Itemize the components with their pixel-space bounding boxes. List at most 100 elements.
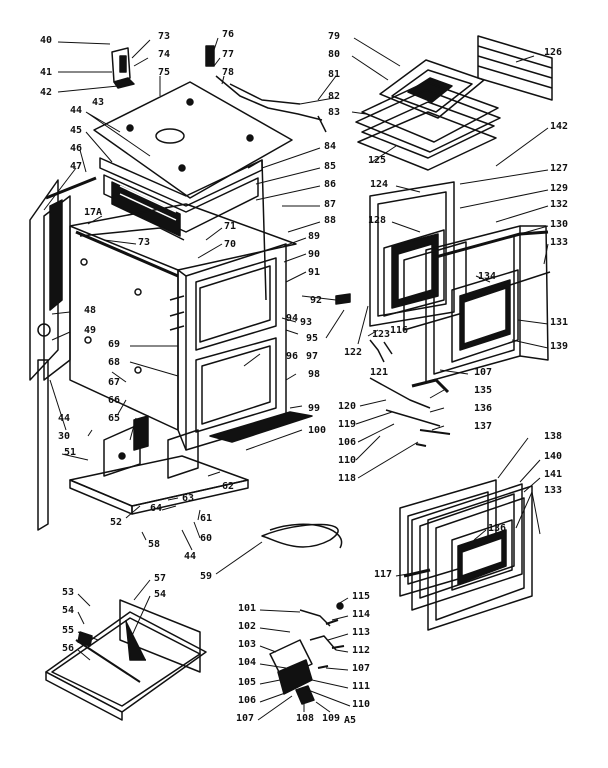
left-side-panels	[29, 176, 97, 531]
callout-label: 51	[64, 447, 77, 458]
wiring-top	[205, 45, 327, 133]
callout-label: 66	[108, 395, 121, 406]
bottom-tray	[69, 415, 249, 515]
callout-label: 131	[550, 317, 569, 328]
callout-label: 78	[222, 67, 235, 78]
callout-label: 124	[370, 179, 389, 190]
callout-label: 84	[324, 141, 337, 152]
control-parts	[269, 602, 345, 705]
callout-label: 91	[308, 267, 321, 278]
callout-label: 89	[308, 231, 321, 242]
power-cord	[261, 523, 343, 549]
callout-label: 58	[148, 539, 161, 550]
callout-label: 40	[40, 35, 53, 46]
diagram-code-label: A5	[344, 715, 357, 726]
callout-label: 81	[328, 69, 341, 80]
callout-label: 67	[108, 377, 121, 388]
callout-label: 136	[474, 403, 493, 414]
callout-label: 137	[474, 421, 493, 432]
callout-label: 127	[550, 163, 569, 174]
oven-body	[69, 203, 297, 431]
hinge-parts	[335, 293, 451, 447]
callout-label: 77	[222, 49, 235, 60]
callout-label: 107	[352, 663, 371, 674]
callout-label: 97	[306, 351, 319, 362]
callout-label: 101	[238, 603, 257, 614]
callout-label: 47	[70, 161, 83, 172]
callout-label: 103	[238, 639, 257, 650]
callout-label: 133	[544, 485, 563, 496]
callout-label: 73	[138, 237, 151, 248]
callout-label: 65	[108, 413, 121, 424]
callout-label: 44	[70, 105, 83, 116]
callout-label: 98	[308, 369, 321, 380]
callout-label: 87	[324, 199, 337, 210]
top-bracket-part	[111, 47, 135, 89]
callout-label: 52	[110, 517, 123, 528]
callout-label: 139	[550, 341, 569, 352]
callout-label: 114	[352, 609, 371, 620]
callout-label: 44	[58, 413, 71, 424]
callout-label: 92	[310, 295, 323, 306]
callout-label: 54	[154, 589, 167, 600]
rear-grille-panel	[477, 35, 553, 101]
callout-label: 105	[238, 677, 257, 688]
callout-label: 136	[488, 523, 507, 534]
callout-label: 53	[62, 587, 75, 598]
callout-label: 88	[324, 215, 337, 226]
callout-label: 133	[550, 237, 569, 248]
callout-label: 73	[158, 31, 171, 42]
callout-label: 42	[40, 87, 53, 98]
callout-label: 128	[368, 215, 387, 226]
callout-label: 70	[224, 239, 237, 250]
callout-label: 140	[544, 451, 563, 462]
callout-label: 55	[62, 625, 75, 636]
callout-label: 64	[150, 503, 163, 514]
callout-label: 134	[478, 271, 497, 282]
callout-label: 60	[200, 533, 213, 544]
callout-label: 90	[308, 249, 321, 260]
callout-label: 49	[84, 325, 97, 336]
callout-label: 120	[338, 401, 357, 412]
callout-label: 44	[184, 551, 197, 562]
callout-label: 96	[286, 351, 299, 362]
callout-label: 122	[344, 347, 363, 358]
callout-label: 83	[328, 107, 341, 118]
callout-label: 30	[58, 431, 71, 442]
callout-label: 132	[550, 199, 569, 210]
callout-label: 102	[238, 621, 257, 632]
lower-door-assembly	[399, 479, 533, 631]
callout-label: 116	[390, 325, 409, 336]
callout-label: 142	[550, 121, 569, 132]
callout-label: 54	[62, 605, 75, 616]
callout-label: 130	[550, 219, 569, 230]
callout-label: 41	[40, 67, 53, 78]
callout-label: 113	[352, 627, 371, 638]
broiler-pan-rail	[209, 411, 313, 443]
callout-label: 100	[308, 425, 327, 436]
callout-label: 79	[328, 31, 341, 42]
callout-label: 106	[238, 695, 257, 706]
callout-label: 138	[544, 431, 563, 442]
callout-label: 57	[154, 573, 167, 584]
leader-lines	[43, 37, 549, 721]
callout-label: 82	[328, 91, 341, 102]
callout-label: 118	[338, 473, 357, 484]
callout-label: 115	[352, 591, 371, 602]
callout-label: 125	[368, 155, 387, 166]
callout-label: 117	[374, 569, 393, 580]
callout-label: 95	[306, 333, 319, 344]
callout-label: 104	[238, 657, 257, 668]
callout-label: 106	[338, 437, 357, 448]
callout-label: 107	[236, 713, 255, 724]
callout-label: 43	[92, 97, 105, 108]
callout-label: 135	[474, 385, 493, 396]
callout-label: 56	[62, 643, 75, 654]
oven-door-assembly	[369, 181, 551, 383]
callout-label: 17A	[84, 207, 103, 218]
callout-label: 80	[328, 49, 341, 60]
callout-label: 126	[544, 47, 563, 58]
callout-label: 108	[296, 713, 315, 724]
callout-label: 107	[474, 367, 493, 378]
